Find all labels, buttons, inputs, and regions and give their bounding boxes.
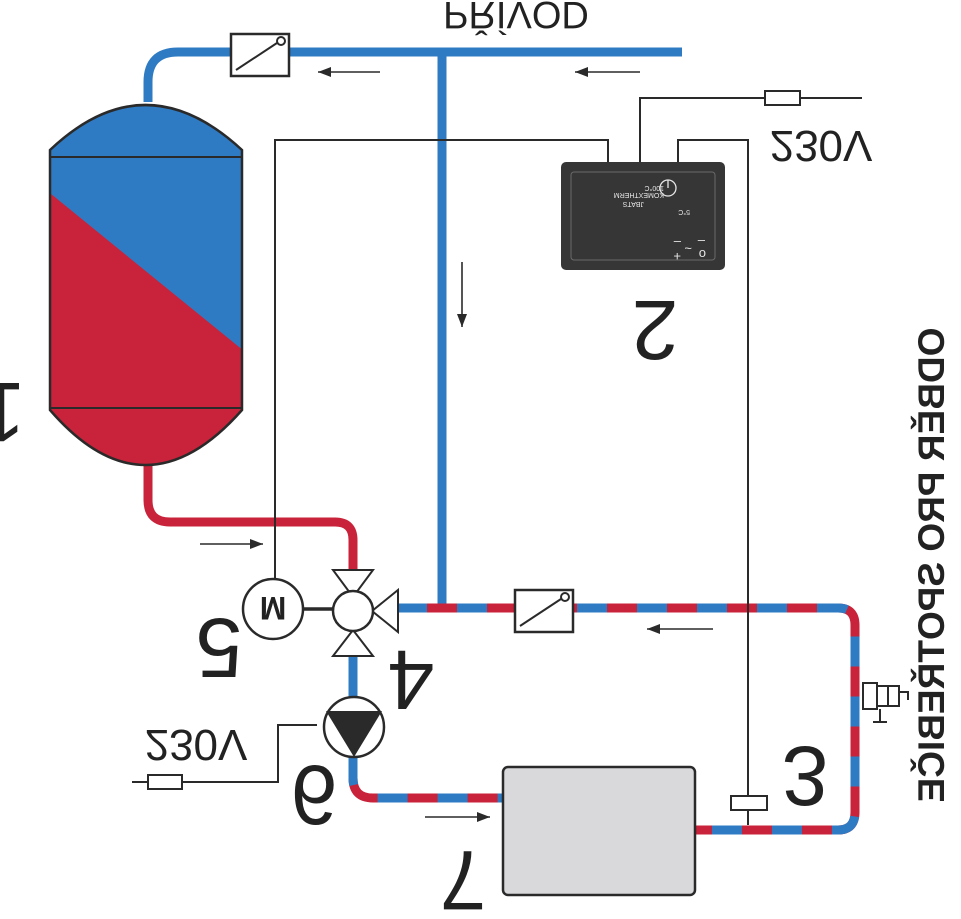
- label-4: 4: [388, 633, 435, 727]
- control-wiring: [132, 97, 862, 825]
- hot-pipe-tank-to-valve: [143, 460, 358, 575]
- circulation-loop: [348, 603, 860, 835]
- label-2: 2: [632, 283, 679, 377]
- temperature-sensor: [730, 795, 768, 811]
- label-3: 3: [782, 729, 829, 823]
- wire-controller-to-motor: [274, 139, 609, 580]
- electric-heater: [501, 765, 697, 897]
- fuse-pump: [147, 774, 183, 790]
- symbol-ac: ~: [684, 241, 692, 256]
- flow-arrow-hot-in: [200, 539, 263, 549]
- flow-arrows: [200, 67, 713, 822]
- thermostat-valve-top: [229, 32, 291, 78]
- supply-label: PŘÍVOD: [443, 0, 589, 36]
- controller-brand: KOMEXTHERM: [614, 191, 664, 198]
- label-1: 1: [0, 365, 25, 459]
- symbol-minus-2: –: [697, 234, 705, 249]
- controller-model: JBATS: [622, 200, 644, 207]
- flow-arrow-supply-right: [575, 67, 640, 77]
- cold-supply-pipes: [143, 47, 682, 608]
- outlet-label: ODBĚR PRO SPOTŘEBIČE: [910, 328, 952, 803]
- wire-controller-power: [639, 97, 765, 165]
- label-5: 5: [196, 601, 243, 695]
- flow-arrow-down: [457, 262, 467, 327]
- symbol-plus: +: [673, 249, 681, 264]
- three-way-valve: [303, 569, 399, 657]
- outlet-tap: [862, 682, 909, 723]
- flow-arrow-supply-left: [318, 67, 380, 77]
- wire-controller-to-sensor: [677, 139, 749, 825]
- dial-high-label: 100°C: [644, 184, 664, 192]
- fuse-controller: [764, 90, 801, 106]
- symbol-minus: –: [673, 235, 681, 250]
- controller-unit: KOMEXTHERM JBATS 5°C 100°C + – ~ o –: [561, 162, 725, 270]
- symbol-o: o: [699, 247, 706, 262]
- wire-pump-power: [182, 724, 317, 783]
- dial-low-label: 5°C: [678, 208, 690, 216]
- valve-motor: M: [241, 577, 305, 641]
- storage-tank: [48, 103, 244, 467]
- motor-letter: M: [260, 590, 287, 626]
- label-6: 6: [291, 748, 338, 842]
- supply-main-pipe: [143, 47, 682, 102]
- circulation-pump: [322, 695, 386, 759]
- label-7: 7: [440, 833, 487, 919]
- flow-arrow-heater-in: [425, 812, 490, 822]
- flow-arrow-loop-return: [647, 624, 713, 634]
- voltage-pump-label: 230V: [145, 720, 248, 769]
- thermostat-valve-loop: [513, 588, 575, 634]
- voltage-controller-label: 230V: [770, 121, 873, 170]
